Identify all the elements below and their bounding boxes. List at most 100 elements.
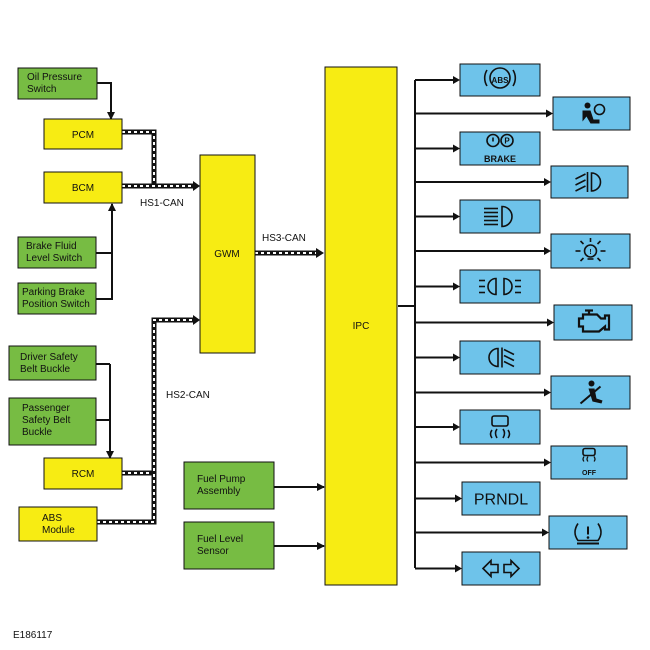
indicator-box <box>459 269 541 304</box>
brake-icon-text: BRAKE <box>484 154 516 164</box>
bcm-label: BCM <box>72 183 94 194</box>
indicator-seatbelt-reminder <box>415 375 631 410</box>
indicator-arrowhead <box>544 458 551 467</box>
oil-pressure-line1: Oil Pressure <box>27 72 82 83</box>
seatbelt-reminder-icon <box>579 380 603 405</box>
indicator-brake-warning: P BRAKE <box>415 131 541 166</box>
traction-control-off-icon <box>582 447 596 462</box>
tire-pressure-icon <box>574 523 602 545</box>
hs3-can-bus <box>255 248 324 258</box>
parking-brake-position-switch: Parking Brake Position Switch <box>17 282 97 315</box>
fuel-level-line1: Fuel Level <box>197 534 243 545</box>
brake-fluid-level-switch: Brake Fluid Level Switch <box>17 236 97 269</box>
passenger-safety-belt-buckle: Passenger Safety Belt Buckle <box>8 397 97 446</box>
rear-fog-lamp-icon <box>575 172 602 192</box>
rcm-label: RCM <box>72 469 95 480</box>
indicator-arrowhead <box>544 247 551 255</box>
svg-text:P: P <box>504 137 510 146</box>
indicator-box <box>459 340 541 375</box>
indicator-box <box>550 445 628 480</box>
engine-check-icon <box>577 309 611 333</box>
indicator-arrowhead <box>453 212 460 221</box>
indicator-tire-pressure <box>415 515 628 550</box>
fuel-level-line2: Sensor <box>197 546 229 557</box>
indicator-box <box>550 165 629 199</box>
indicator-side-lamps <box>415 269 541 304</box>
fuel-pump-line1: Fuel Pump <box>197 474 246 485</box>
indicator-front-fog-lamp <box>415 340 541 375</box>
bulb-failure-icon: ! <box>575 238 606 262</box>
indicator-traction-control <box>415 409 541 445</box>
traction-off-text: OFF <box>582 470 597 477</box>
indicator-prndl: PRNDL <box>415 481 541 516</box>
indicator-arrowhead <box>453 353 460 362</box>
pcm-module: PCM <box>43 118 123 150</box>
abs-module-line1: ABS <box>42 513 62 524</box>
driver-belt-line2: Belt Buckle <box>20 364 70 375</box>
brake-warning-icon: P <box>486 133 514 148</box>
indicator-box <box>459 199 541 234</box>
indicator-box <box>459 63 541 97</box>
indicator-traction-control-off: OFF <box>415 445 628 480</box>
passenger-belt-line1: Passenger <box>22 403 70 414</box>
indicator-arrowhead <box>453 282 460 291</box>
indicator-box <box>461 551 541 586</box>
indicator-arrowhead <box>453 144 460 153</box>
fuel-pump-assembly: Fuel Pump Assembly <box>183 461 275 510</box>
fuel-pump-line2: Assembly <box>197 486 240 497</box>
bcm-module: BCM <box>43 171 123 204</box>
front-fog-lamp-icon <box>488 347 515 368</box>
turn-signal-icon <box>481 558 521 579</box>
indicator-abs-warning: ABS <box>415 63 541 97</box>
driver-safety-belt-buckle: Driver Safety Belt Buckle <box>8 345 97 381</box>
indicator-rear-fog-lamp <box>415 165 629 199</box>
fuel-level-sensor: Fuel Level Sensor <box>183 521 275 570</box>
hs2-can-bus <box>97 315 200 525</box>
oil-to-pcm-line <box>97 82 115 120</box>
indicator-arrowhead <box>547 318 554 327</box>
indicator-arrowhead <box>455 564 462 573</box>
gwm-label: GWM <box>214 249 240 260</box>
hs1-can-label: HS1-CAN <box>140 198 184 209</box>
abs-module-line2: Module <box>42 525 75 536</box>
indicator-engine-check <box>415 304 633 341</box>
indicator-box <box>459 409 541 445</box>
indicator-panel: ABS P BRAKE! OFF PRNDL <box>415 63 633 586</box>
parking-brake-line1: Parking Brake <box>22 287 85 298</box>
can-buses <box>97 129 324 525</box>
indicator-bulb-failure: ! <box>415 233 631 269</box>
indicator-arrowhead <box>542 528 549 537</box>
rcm-module: RCM <box>43 457 123 490</box>
airbag-warning-icon <box>582 102 606 124</box>
hs3-can-label: HS3-CAN <box>262 233 306 244</box>
indicator-high-beam <box>415 199 541 234</box>
brake-fluid-line1: Brake Fluid <box>26 241 77 252</box>
indicator-turn-signal <box>415 551 541 586</box>
hs2-can-label: HS2-CAN <box>166 390 210 401</box>
indicator-arrowhead <box>544 388 551 397</box>
ipc-module: IPC <box>324 66 398 586</box>
side-lamps-icon <box>479 277 521 296</box>
indicator-box <box>459 131 541 166</box>
brake-fluid-line2: Level Switch <box>26 253 82 264</box>
indicator-airbag-warning <box>415 96 631 131</box>
prndl-text: PRNDL <box>474 492 528 509</box>
ipc-label: IPC <box>353 321 370 332</box>
indicator-arrowhead <box>453 76 460 84</box>
oil-pressure-line2: Switch <box>27 84 56 95</box>
indicator-arrowhead <box>455 494 462 503</box>
indicator-arrowhead <box>544 178 551 186</box>
abs-warning-icon <box>483 67 517 89</box>
traction-control-icon <box>489 415 511 439</box>
indicator-box <box>461 481 541 516</box>
abs-module: ABS Module <box>18 506 98 542</box>
connections <box>96 80 416 568</box>
gwm-module: GWM <box>199 154 256 354</box>
passenger-belt-line2: Safety Belt <box>22 415 71 426</box>
indicator-arrowhead <box>453 423 460 431</box>
pcm-label: PCM <box>72 130 94 141</box>
driver-belt-line1: Driver Safety <box>20 352 78 363</box>
high-beam-icon <box>484 205 513 228</box>
parking-brake-line2: Position Switch <box>22 299 90 310</box>
